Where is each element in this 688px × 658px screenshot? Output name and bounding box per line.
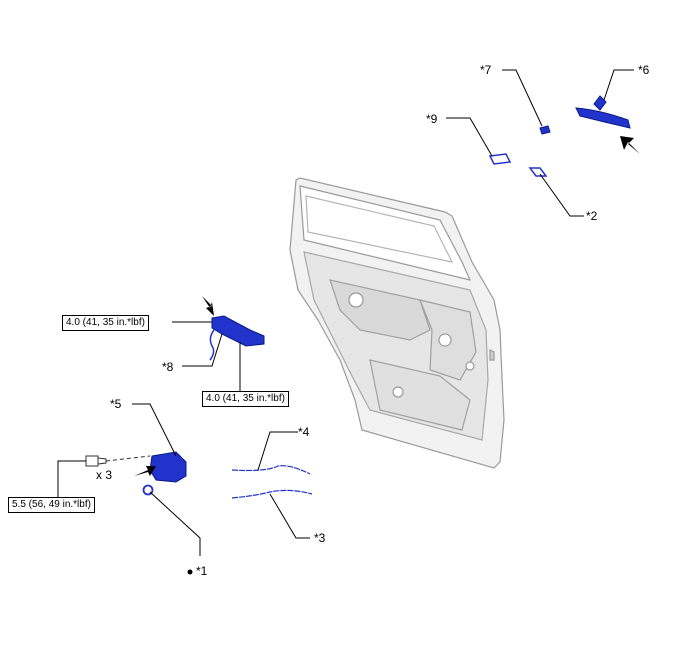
lock-cable-upper — [231, 465, 311, 475]
cap-part — [528, 167, 548, 177]
callout-4: *4 — [298, 425, 310, 439]
outer-handle-part — [575, 95, 631, 129]
callout-5: *5 — [110, 397, 122, 411]
torque-spec-handle-lower: 4.0 (41, 35 in.*lbf) — [202, 391, 289, 407]
torque-spec-handle-upper: 4.0 (41, 35 in.*lbf) — [62, 315, 149, 331]
leader-lines — [57, 69, 634, 556]
arrow-icon — [620, 136, 640, 154]
torque-spec-lock-bolt: 5.5 (56, 49 in.*lbf) — [8, 497, 95, 513]
handle-cover-part — [488, 153, 512, 165]
callout-8: *8 — [162, 360, 174, 374]
arrow-icon — [134, 466, 156, 476]
handle-frame-part — [209, 315, 265, 361]
callout-2: *2 — [586, 209, 598, 223]
lock-cable-lower — [231, 489, 313, 499]
arrow-icon — [202, 296, 214, 316]
callout-1: *1 — [196, 564, 208, 578]
bolt-part — [85, 455, 151, 467]
callout-9: *9 — [426, 112, 438, 126]
callout-3: *3 — [314, 531, 326, 545]
callout-6: *6 — [638, 63, 650, 77]
bolt-quantity: x 3 — [96, 468, 113, 482]
ring-part — [142, 484, 154, 496]
rear-door-panel — [289, 177, 505, 469]
handle-pad-part — [539, 125, 551, 135]
callout-7: *7 — [480, 63, 492, 77]
